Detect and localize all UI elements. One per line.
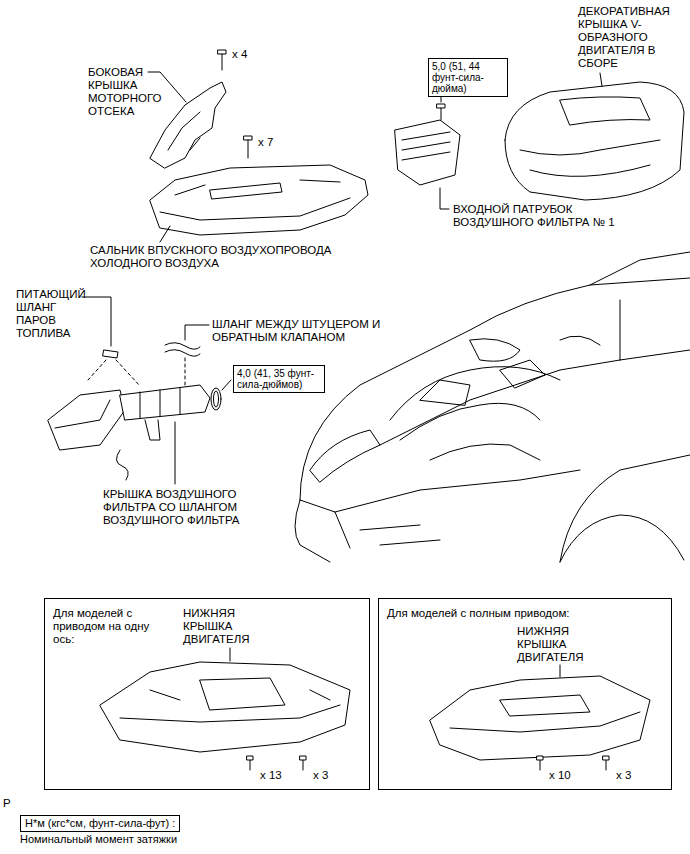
panel-heading: Для моделей с полным приводом: [387,607,657,620]
part-name: НИЖНЯЯ КРЫШКА ДВИГАТЕЛЯ [183,607,287,646]
page-letter: P [3,797,11,810]
torque-value: 5,0 (51, 44 фунт-сила-дюйма) [432,61,484,94]
torque-value: 4,0 (41, 35 фунт-сила-дюймов) [237,368,314,390]
bolt-count: x 4 [232,48,247,61]
torque-box: 5,0 (51, 44 фунт-сила-дюйма) [428,58,508,97]
part-name: ПИТАЮЩИЙ ШЛАНГ ПАРОВ ТОПЛИВА [16,288,88,340]
bolt-count: x 3 [313,769,353,782]
part-name: ШЛАНГ МЕЖДУ ШТУЦЕРОМ И ОБРАТНЫМ КЛАПАНОМ [212,318,397,344]
part-name: ДЕКОРАТИВНАЯ КРЫШКА V-ОБРАЗНОГО ДВИГАТЕЛ… [578,5,682,70]
bolt-count: x 13 [260,769,300,782]
legend-text: Номинальный момент затяжки [20,833,177,846]
panel-heading: Для моделей с приводом на одну ось: [53,607,173,646]
torque-box: 4,0 (41, 35 фунт-сила-дюймов) [233,365,325,393]
part-name: КРЫШКА ВОЗДУШНОГО ФИЛЬТРА СО ШЛАНГОМ ВОЗ… [103,488,263,527]
bolt-count: x 3 [616,769,656,782]
part-name: БОКОВАЯ КРЫШКА МОТОРНОГО ОТСЕКА [88,66,168,118]
torque-value: Н*м (кгс*см, фунт-сила-фут) : [25,817,175,829]
variant-panel: Для моделей с приводом на одну ось: НИЖНЯ… [44,598,370,790]
bolt-count: x 7 [258,136,273,149]
part-name: САЛЬНИК ВПУСКНОГО ВОЗДУХОПРОВОДА ХОЛОДНО… [90,244,365,270]
bolt-count: x 10 [549,769,589,782]
torque-key-box: Н*м (кгс*см, фунт-сила-фут) : [20,815,180,832]
part-name: НИЖНЯЯ КРЫШКА ДВИГАТЕЛЯ [517,625,621,664]
variant-panel: Для моделей с полным приводом: НИЖНЯЯ КРЫ… [378,598,672,790]
part-name: ВХОДНОЙ ПАТРУБОК ВОЗДУШНОГО ФИЛЬТРА № 1 [453,203,633,229]
